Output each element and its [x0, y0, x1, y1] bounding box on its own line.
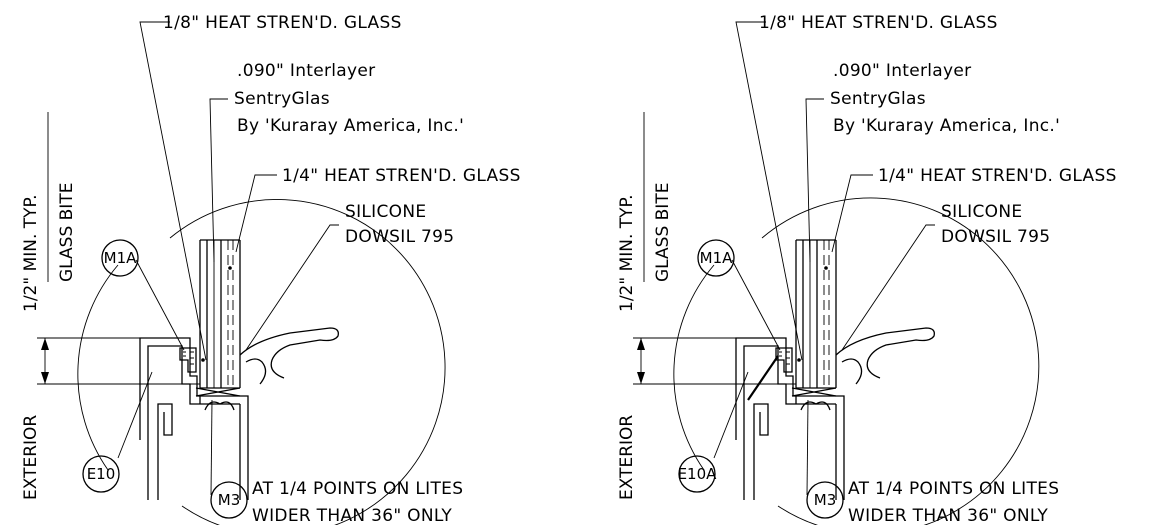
outer-glass-label: 1/8" HEAT STREN'D. GLASS — [163, 13, 402, 33]
interlayer-label-1-right: .090" Interlayer — [833, 61, 971, 81]
detail-right: 1/8" HEAT STREN'D. GLASS .090" Interlaye… — [617, 13, 1117, 525]
outer-glass-label-right: 1/8" HEAT STREN'D. GLASS — [759, 13, 998, 33]
note-label-1-right: AT 1/4 POINTS ON LITES — [848, 479, 1059, 499]
inner-glass-label: 1/4" HEAT STREN'D. GLASS — [282, 166, 521, 186]
bite-dimension — [37, 112, 200, 385]
glass-unit — [199, 239, 241, 389]
leaders — [117, 21, 339, 496]
interlayer-label-3: By 'Kuraray America, Inc.' — [237, 116, 464, 136]
bite-dimension-right — [633, 112, 796, 385]
inner-glass-label-right: 1/4" HEAT STREN'D. GLASS — [878, 166, 1117, 186]
tag-gasket: M1A — [101, 239, 139, 277]
bite-label-2: GLASS BITE — [57, 183, 77, 282]
svg-text:E10A: E10A — [678, 465, 718, 483]
tag-frame-right: E10A — [678, 455, 718, 493]
frame-extrusion-right — [735, 327, 935, 500]
svg-text:M1A: M1A — [104, 249, 137, 267]
detail-left: 1/8" HEAT STREN'D. GLASS .090" Interlaye… — [21, 13, 521, 525]
silicone-label-1-right: SILICONE — [941, 202, 1022, 222]
detail-circle-right — [761, 197, 1040, 525]
tag-gasket-right: M1A — [697, 239, 735, 277]
svg-text:M3: M3 — [814, 491, 837, 509]
leaders-right — [713, 21, 935, 496]
interlayer-label-2-right: SentryGlas — [830, 89, 926, 109]
bite-label-2-right: GLASS BITE — [653, 183, 673, 282]
interlayer-label-3-right: By 'Kuraray America, Inc.' — [833, 116, 1060, 136]
tag-block: M3 — [210, 481, 248, 519]
silicone-label-2: DOWSIL 795 — [345, 227, 454, 247]
bite-label-1-right: 1/2" MIN. TYP. — [617, 194, 637, 312]
tag-block-right: M3 — [806, 481, 844, 519]
interlayer-label-1: .090" Interlayer — [237, 61, 375, 81]
tag-frame: E10 — [82, 455, 120, 493]
glass-unit-right — [795, 239, 837, 389]
frame-extrusion — [139, 327, 339, 500]
exterior-label: EXTERIOR — [21, 415, 41, 500]
note-label-1: AT 1/4 POINTS ON LITES — [252, 479, 463, 499]
silicone-label-2-right: DOWSIL 795 — [941, 227, 1050, 247]
svg-text:M1A: M1A — [700, 249, 733, 267]
interlayer-label-2: SentryGlas — [234, 89, 330, 109]
silicone-label-1: SILICONE — [345, 202, 426, 222]
exterior-label-right: EXTERIOR — [617, 415, 637, 500]
svg-text:M3: M3 — [218, 491, 241, 509]
svg-text:E10: E10 — [87, 465, 116, 483]
note-label-2-right: WIDER THAN 36" ONLY — [848, 506, 1048, 525]
bite-label-1: 1/2" MIN. TYP. — [21, 194, 41, 312]
detail-circle — [169, 199, 446, 525]
note-label-2: WIDER THAN 36" ONLY — [252, 506, 452, 525]
